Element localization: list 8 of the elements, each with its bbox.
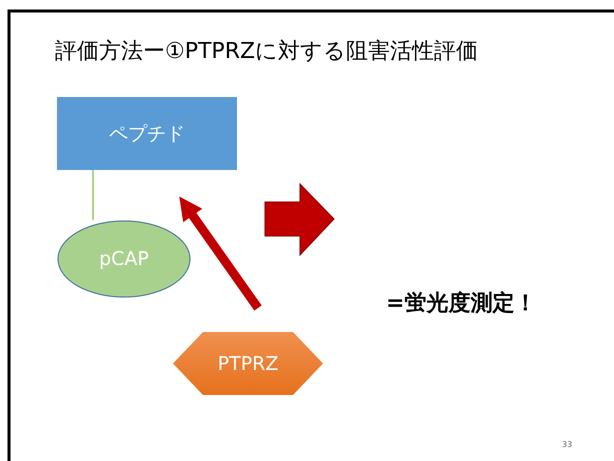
node-label: pCAP [99, 248, 149, 270]
node-label: ペプチド [109, 122, 185, 146]
connector-line [92, 170, 94, 220]
arrow [179, 196, 262, 311]
page-number: 33 [562, 440, 572, 449]
slide-title: 評価方法ー①PTPRZに対する阻害活性評価 [55, 38, 478, 66]
note-text: =蛍光度測定！ [386, 290, 536, 318]
node-label: PTPRZ [218, 352, 278, 374]
